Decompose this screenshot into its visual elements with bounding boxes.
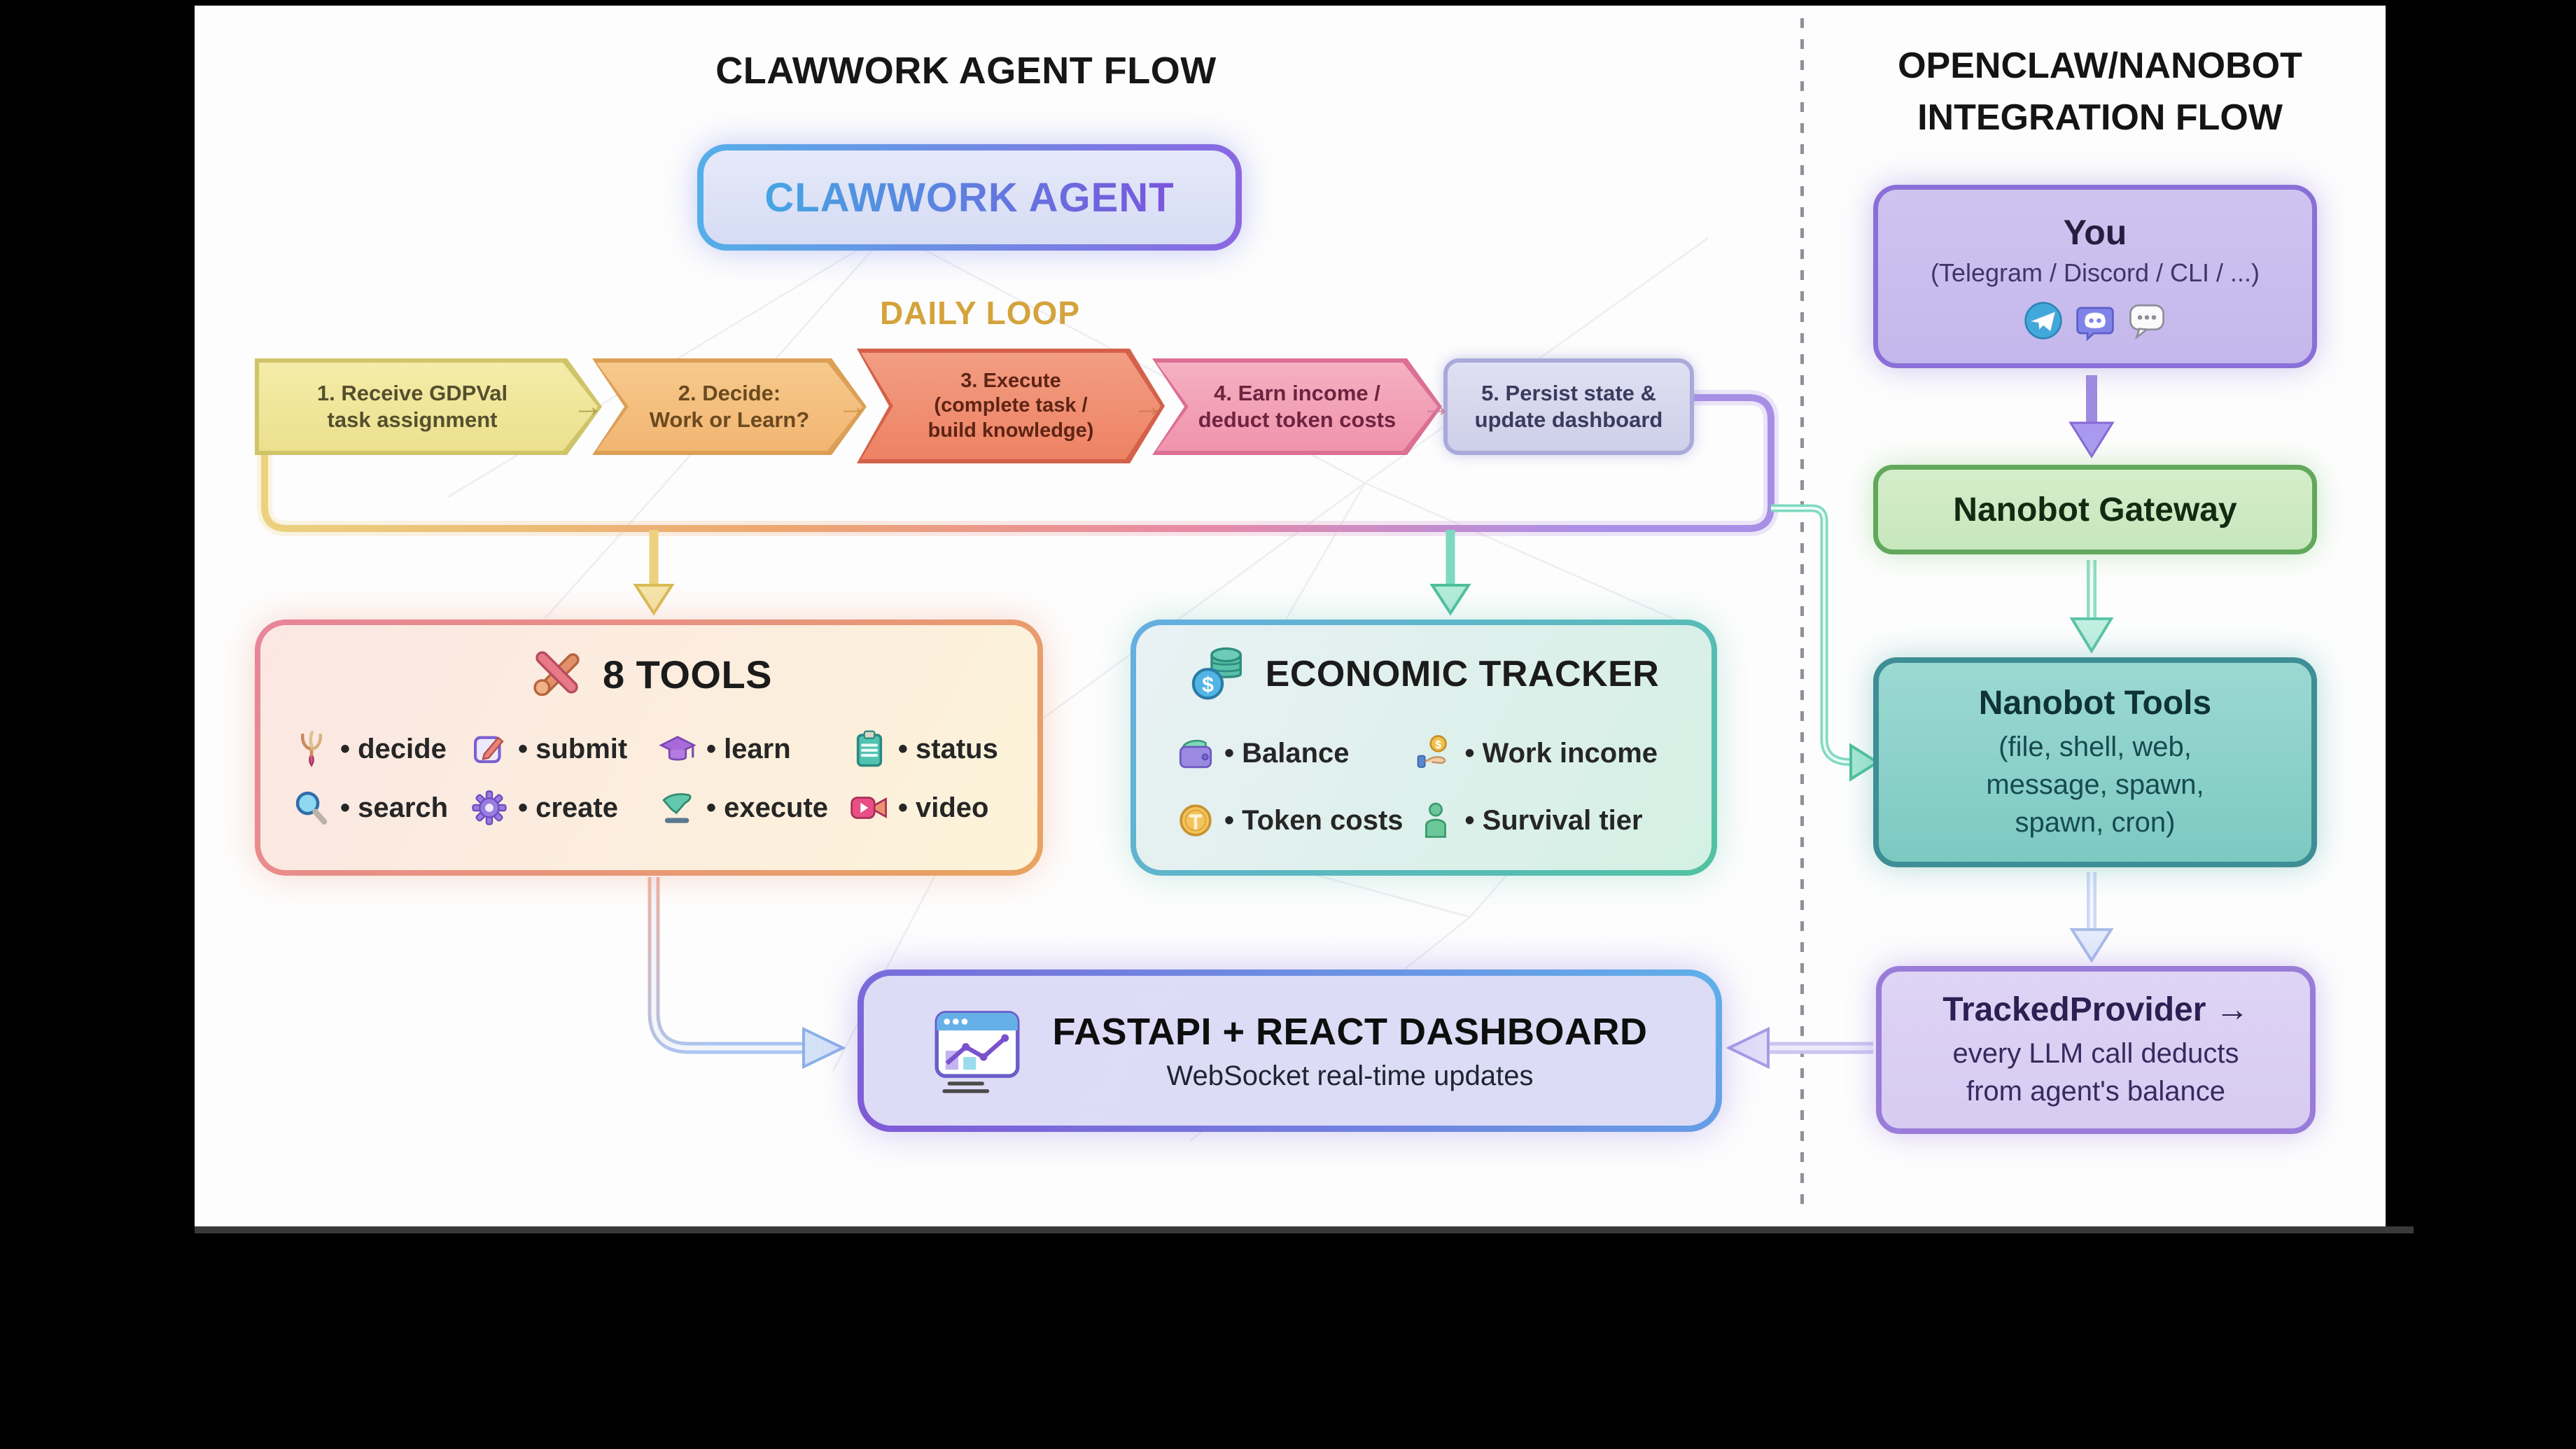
economic-label: • Token costs <box>1224 804 1404 836</box>
tracked-provider-box: TrackedProvider → every LLM call deducts… <box>1876 966 2316 1134</box>
wallet-icon <box>1179 739 1212 769</box>
step-2-label: 2. Decide: Work or Learn? <box>649 381 810 432</box>
tool-item-status: • status <box>849 729 1009 769</box>
step-1-label: 1. Receive GDPVal task assignment <box>316 381 508 432</box>
step-4-label: 4. Earn income / deduct token costs <box>1198 381 1396 432</box>
discord-icon <box>2076 307 2114 341</box>
submit-icon <box>474 736 504 764</box>
tool-label: • video <box>897 792 989 823</box>
tool-item-execute: • execute <box>657 788 849 828</box>
dashboard-box: FASTAPI + REACT DASHBOARD WebSocket real… <box>858 969 1722 1132</box>
you-box-subtitle: (Telegram / Discord / CLI / ...) <box>1930 258 2260 287</box>
tool-label: • submit <box>518 733 628 764</box>
you-box: You (Telegram / Discord / CLI / ...) <box>1873 185 2317 368</box>
token-coin-icon <box>1180 804 1212 836</box>
telegram-icon <box>2024 302 2062 340</box>
nanobot-gateway-title: Nanobot Gateway <box>1953 491 2237 528</box>
tool-item-submit: • submit <box>469 729 657 769</box>
you-box-title: You <box>2063 213 2127 252</box>
economic-item-token-costs: • Token costs <box>1175 800 1415 841</box>
step-3-execute: 3. Execute (complete task / build knowle… <box>857 349 1165 463</box>
search-icon <box>295 791 328 825</box>
daily-loop-label: DAILY LOOP <box>879 295 1081 331</box>
video-scrub-strip <box>195 1226 2414 1233</box>
chat-bubble-icon <box>2129 304 2164 340</box>
tool-item-decide: • decide <box>291 729 469 769</box>
tool-label: • create <box>518 792 618 823</box>
right-flow-title-line2: INTEGRATION FLOW <box>1917 97 2283 138</box>
execute-icon <box>662 793 692 823</box>
person-icon <box>1425 802 1447 838</box>
step-2-decide: 2. Decide: Work or Learn? <box>592 358 867 455</box>
tools-box: 8 TOOLS • decide • submit <box>255 620 1043 876</box>
tools-icon <box>533 651 580 696</box>
step-4-earn-income: 4. Earn income / deduct token costs <box>1152 358 1442 455</box>
tool-item-create: • create <box>469 788 657 828</box>
create-icon <box>472 790 507 825</box>
dashed-divider <box>1800 18 1804 1211</box>
dashboard-text: FASTAPI + REACT DASHBOARD WebSocket real… <box>1052 1010 1647 1092</box>
nanobot-gateway-box: Nanobot Gateway <box>1873 465 2317 554</box>
tool-item-learn: • learn <box>657 729 849 769</box>
tool-label: • learn <box>706 733 791 764</box>
svg-text:$: $ <box>1436 739 1442 751</box>
step-3-label: 3. Execute (complete task / build knowle… <box>927 369 1094 442</box>
left-flow-title: CLAWWORK AGENT FLOW <box>715 50 1217 92</box>
right-flow-title-line1: OPENCLAW/NANOBOT <box>1898 46 2302 86</box>
step-1-receive-task: 1. Receive GDPVal task assignment <box>255 358 602 455</box>
decide-icon <box>300 731 323 767</box>
tool-label: • status <box>897 733 998 764</box>
economic-box-title: ECONOMIC TRACKER <box>1265 654 1660 694</box>
economic-tracker-box: $ ECONOMIC TRACKER • Balance $ <box>1130 620 1717 876</box>
coins-icon: $ <box>1191 647 1242 700</box>
svg-text:$: $ <box>1202 673 1214 696</box>
tool-item-video: • video <box>849 788 1009 828</box>
junction-arrow-2-icon: → <box>837 389 868 424</box>
nanobot-tools-box: Nanobot Tools (file, shell, web, message… <box>1873 657 2317 867</box>
economic-item-work-income: $ • Work income <box>1415 733 1690 774</box>
economic-item-balance: • Balance <box>1175 733 1415 774</box>
right-flow-title: OPENCLAW/NANOBOT INTEGRATION FLOW <box>1834 41 2366 144</box>
tracked-provider-body: every LLM call deducts from agent's bala… <box>1952 1037 2239 1107</box>
tool-item-search: • search <box>291 788 469 828</box>
tools-grid: • decide • submit • learn <box>260 705 1037 828</box>
economic-item-survival-tier: • Survival tier <box>1415 800 1690 841</box>
economic-label: • Survival tier <box>1464 804 1643 836</box>
tracked-provider-title: TrackedProvider → <box>1942 990 2249 1028</box>
nanobot-tools-title: Nanobot Tools <box>1978 684 2212 722</box>
dashboard-icon <box>934 1011 1020 1093</box>
clawwork-agent-label: CLAWWORK AGENT <box>764 174 1175 220</box>
status-icon <box>856 730 883 767</box>
economic-label: • Balance <box>1224 737 1350 769</box>
junction-arrow-3-icon: → <box>1133 389 1163 424</box>
economic-label: • Work income <box>1464 737 1658 769</box>
hand-coin-icon: $ <box>1418 735 1448 768</box>
tool-label: • execute <box>706 792 829 823</box>
junction-arrow-4-icon: → <box>1421 389 1452 424</box>
tool-label: • decide <box>340 733 447 764</box>
tool-label: • search <box>340 792 449 823</box>
clawwork-agent-pill: CLAWWORK AGENT <box>697 144 1242 251</box>
economic-box-header: $ ECONOMIC TRACKER <box>1136 643 1712 705</box>
junction-arrow-1-icon: → <box>573 389 603 424</box>
tools-box-header: 8 TOOLS <box>260 643 1037 705</box>
tools-box-title: 8 TOOLS <box>602 652 773 696</box>
nanobot-tools-body: (file, shell, web, message, spawn, spawn… <box>1986 731 2204 838</box>
learn-icon <box>659 736 696 761</box>
dashboard-title: FASTAPI + REACT DASHBOARD <box>1052 1010 1648 1053</box>
chat-icons-row <box>2023 300 2167 341</box>
dashboard-subtitle: WebSocket real-time updates <box>1166 1060 1534 1091</box>
video-icon <box>850 797 887 819</box>
economic-grid: • Balance $ • Work income • Token costs <box>1136 705 1712 841</box>
step-5-persist-state: 5. Persist state & update dashboard <box>1443 358 1694 455</box>
